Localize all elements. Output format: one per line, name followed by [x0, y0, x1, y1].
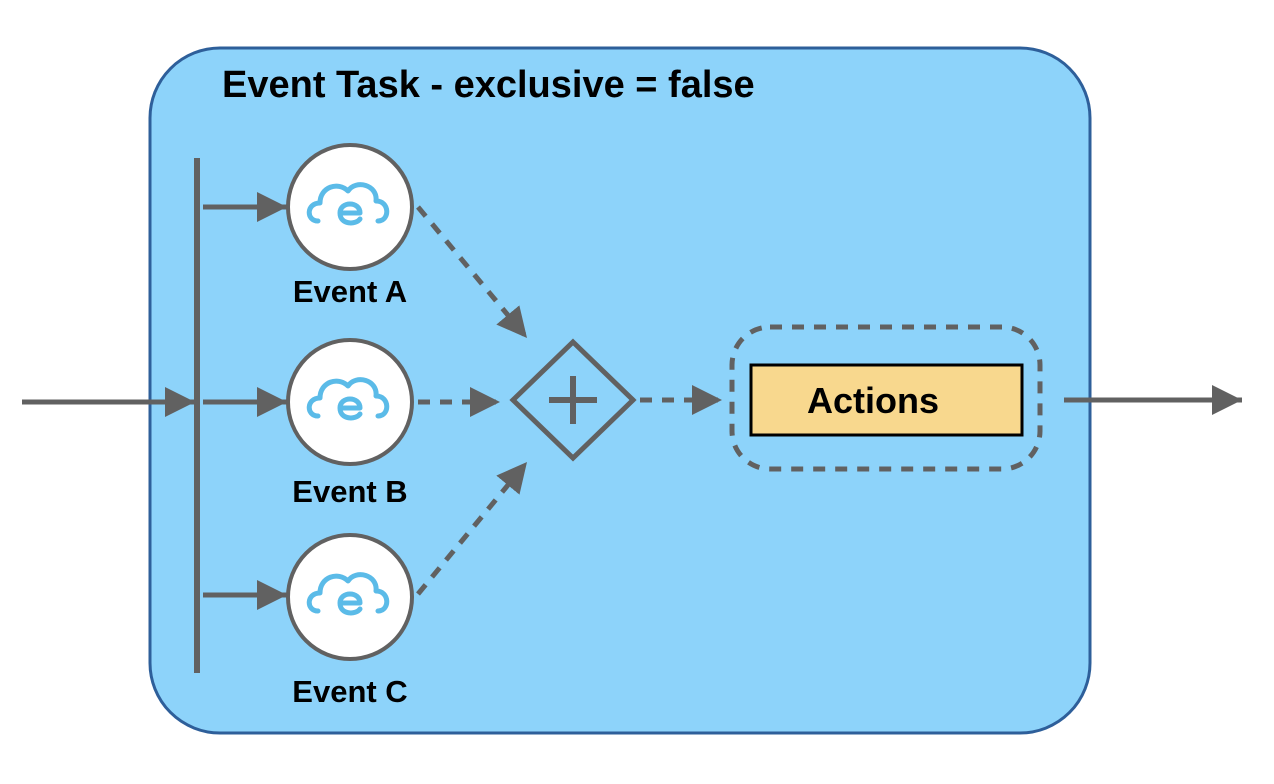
- plus-icon: [549, 376, 597, 424]
- event-node-c: [286, 533, 414, 661]
- actions-box: [749, 363, 1024, 437]
- cloud-event-icon: [306, 182, 390, 226]
- event-node-a: [286, 143, 414, 271]
- dashed-arrow-a-to-gateway: [416, 205, 529, 340]
- event-a-label: Event A: [293, 274, 407, 309]
- event-node-b: [286, 338, 414, 466]
- cloud-event-icon: [306, 572, 390, 616]
- event-b-label: Event B: [292, 474, 407, 509]
- actions-label: Actions: [807, 380, 939, 421]
- dashed-arrow-c-to-gateway: [416, 460, 529, 596]
- parallel-gateway: [509, 338, 637, 462]
- event-task-title: Event Task - exclusive = false: [222, 64, 755, 106]
- actions-group-outline: [729, 324, 1043, 472]
- cloud-event-icon: [306, 377, 390, 421]
- event-c-label: Event C: [292, 674, 407, 709]
